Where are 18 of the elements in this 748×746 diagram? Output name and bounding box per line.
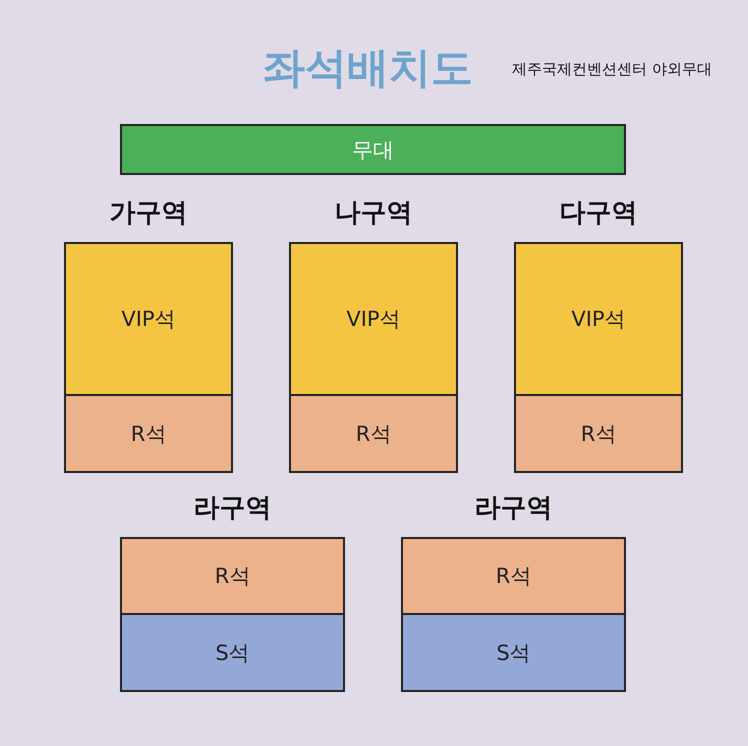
- zone-heading: 라구역: [192, 492, 272, 525]
- seat-section: VIP석: [64, 242, 233, 396]
- seat-section: R석: [64, 396, 233, 473]
- seat-section: R석: [401, 537, 626, 615]
- seat-section: S석: [401, 615, 626, 692]
- seat-section: R석: [289, 396, 458, 473]
- stage-box: 무대: [120, 124, 626, 175]
- seat-section: VIP석: [514, 242, 683, 396]
- zone-heading: 가구역: [108, 197, 188, 230]
- zone-heading: 라구역: [474, 492, 554, 525]
- venue-note: 제주국제컨벤션센터 야외무대: [512, 60, 712, 79]
- seat-section: S석: [120, 615, 345, 692]
- seat-section: VIP석: [289, 242, 458, 396]
- zone-heading: 나구역: [334, 197, 414, 230]
- title: 좌석배치도: [262, 42, 474, 94]
- zone-heading: 다구역: [558, 197, 638, 230]
- seat-section: R석: [514, 396, 683, 473]
- seat-section: R석: [120, 537, 345, 615]
